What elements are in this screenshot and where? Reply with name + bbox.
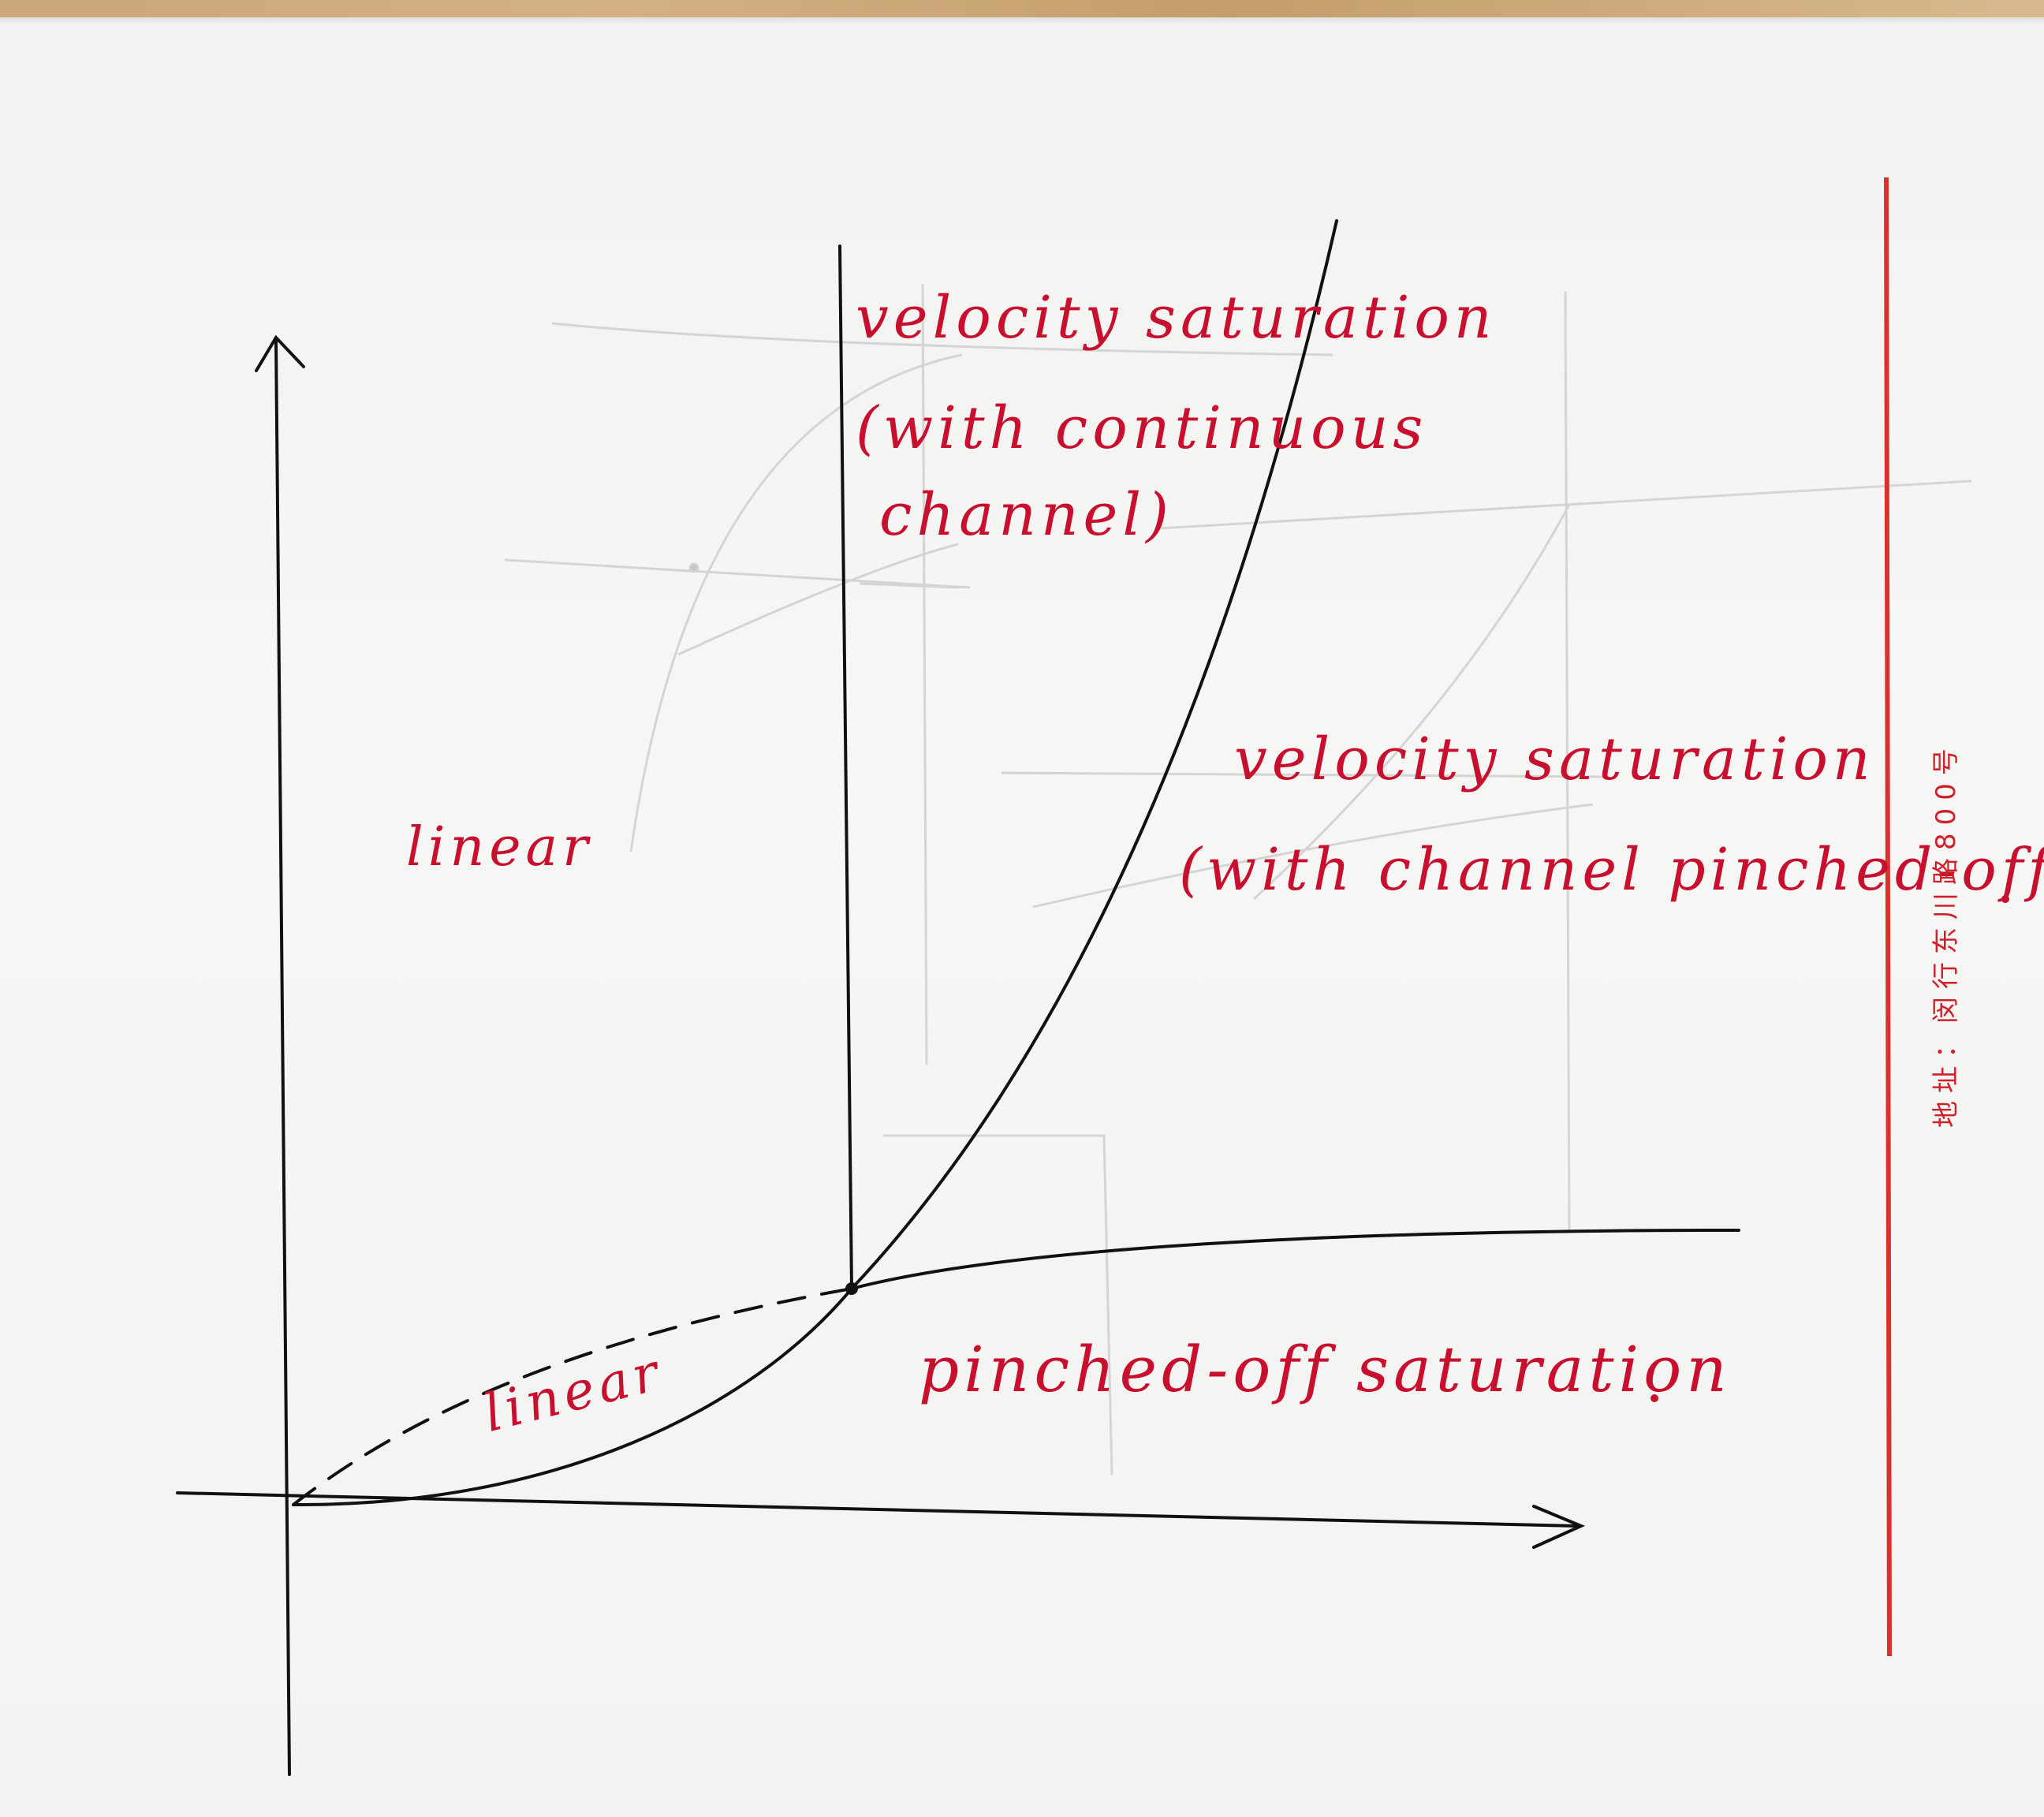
x-axis-arrow [1532, 1505, 1586, 1549]
label-pinched-off-saturation: pinched-off saturation [919, 1333, 1732, 1406]
desk-edge [0, 0, 2044, 17]
intersection-point [845, 1282, 858, 1295]
label-velocity-saturation-pinched-line1: velocity saturation [1234, 726, 1875, 793]
ink-dot [1650, 1394, 1658, 1402]
axes [176, 334, 1586, 1776]
ink-dot [2001, 895, 2009, 903]
y-axis-arrow [255, 334, 305, 372]
label-velocity-saturation-pinched-line2: (with channel pinched-off) [1179, 836, 2044, 904]
paper-shadow [0, 17, 2044, 25]
x-axis [176, 1491, 1579, 1528]
label-velocity-saturation-continuous-line2: (with continuous [856, 394, 1428, 462]
parabola-boundary [292, 219, 1338, 1507]
pinched-saturation-boundary [850, 1229, 1740, 1290]
vertical-boundary [838, 244, 853, 1290]
label-linear-upper: linear [406, 816, 593, 879]
y-axis [274, 338, 291, 1776]
show-through-sketch [504, 283, 1972, 1476]
label-velocity-saturation-continuous-line1: velocity saturation [856, 284, 1497, 352]
boundaries [292, 219, 1740, 1507]
label-velocity-saturation-continuous-line3: channel) [879, 481, 1173, 549]
margin-rule [1884, 177, 1892, 1657]
margin-address-text: 地址：闵行东川路800号 [1930, 741, 1962, 1128]
